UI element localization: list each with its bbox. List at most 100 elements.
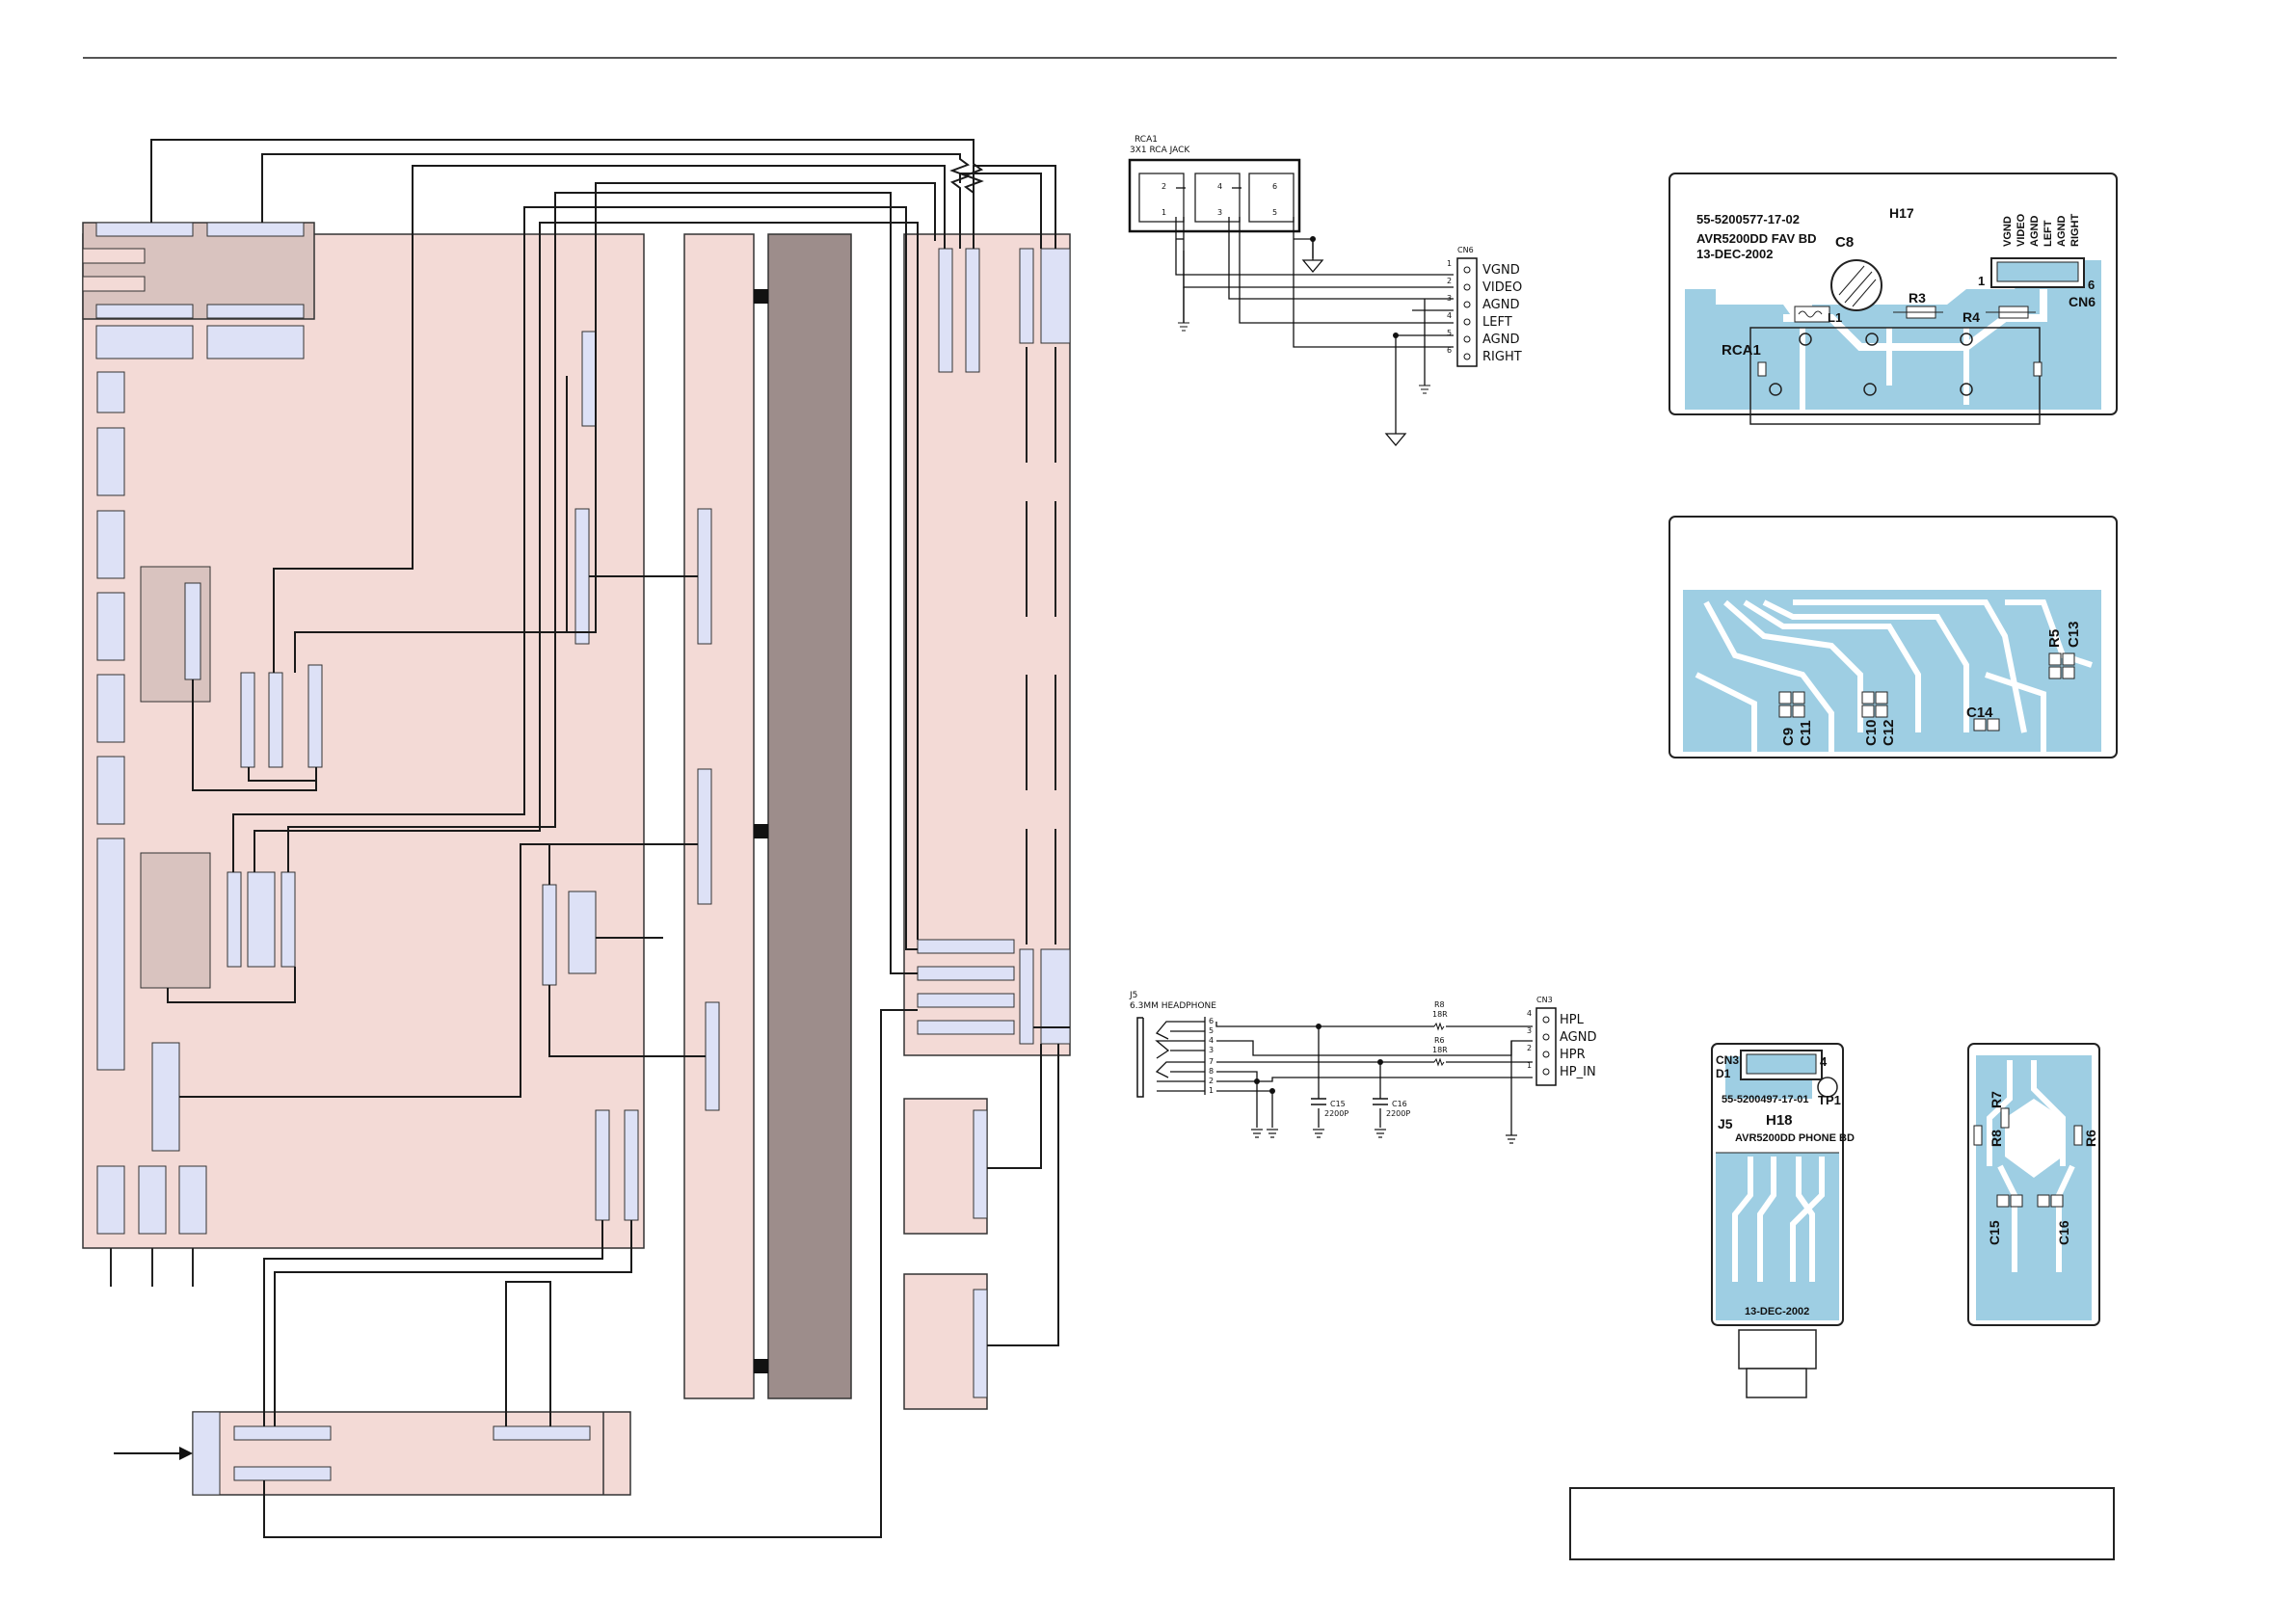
cn3-ref: CN3 [1536, 996, 1553, 1004]
svg-text:R3: R3 [1909, 290, 1926, 306]
connector [96, 510, 125, 579]
svg-text:3: 3 [1527, 1026, 1532, 1035]
connector [705, 1001, 720, 1111]
connector [595, 1109, 610, 1221]
connector [95, 304, 194, 319]
signal-label: HPL [1560, 1013, 1585, 1027]
svg-text:8: 8 [1209, 1067, 1214, 1076]
rca-wiring [1175, 187, 1454, 434]
right-board [903, 233, 1071, 1056]
l1-inductor [1794, 306, 1830, 323]
connector [138, 1165, 167, 1235]
svg-text:1: 1 [1527, 1061, 1532, 1070]
rca-desc: 3X1 RCA JACK [1130, 146, 1190, 155]
connector [233, 1425, 332, 1441]
svg-text:1: 1 [1161, 208, 1166, 217]
svg-text:C9: C9 [1780, 728, 1797, 746]
connector [917, 1020, 1015, 1035]
svg-text:4: 4 [1217, 182, 1222, 191]
sub-module [140, 852, 211, 989]
cn6-ref: CN6 [1457, 246, 1474, 254]
c8-capacitor [1830, 259, 1882, 311]
svg-text:H18: H18 [1766, 1112, 1793, 1129]
connector [697, 508, 712, 645]
connector [917, 939, 1015, 954]
signal-label: AGND [1560, 1030, 1596, 1045]
fav-board-name: AVR5200DD FAV BD [1696, 231, 1817, 246]
r6-resistor [1433, 1057, 1445, 1067]
signal-label: VGND [1482, 263, 1520, 278]
svg-text:2: 2 [1161, 182, 1166, 191]
connector [240, 672, 255, 768]
connector [184, 582, 201, 680]
svg-text:6: 6 [1447, 346, 1452, 355]
cn6-connector [1456, 257, 1478, 367]
svg-text:C13: C13 [2066, 621, 2082, 648]
connector [624, 1109, 639, 1221]
connector [568, 891, 597, 974]
connector [95, 325, 194, 359]
connector [206, 304, 305, 319]
signal-label: HPR [1560, 1048, 1586, 1062]
connector [96, 371, 125, 413]
svg-text:VGND: VGND [2002, 216, 2014, 247]
phone-part-no: 55-5200497-17-01 [1722, 1094, 1809, 1105]
svg-text:2: 2 [1447, 277, 1452, 285]
svg-text:C11: C11 [1798, 720, 1814, 746]
svg-text:3: 3 [1209, 1046, 1214, 1054]
ground-symbol [1301, 259, 1324, 274]
interconnect-wires [150, 139, 1070, 1538]
connector [965, 248, 980, 373]
connector [206, 325, 305, 359]
connector [574, 508, 590, 645]
connector [96, 674, 125, 743]
svg-text:CN6: CN6 [2069, 294, 2096, 309]
phone-board-name: AVR5200DD PHONE BD [1735, 1132, 1855, 1144]
rca-jack-body [1128, 158, 1301, 233]
svg-text:5: 5 [1447, 329, 1452, 337]
svg-text:J5: J5 [1718, 1116, 1733, 1131]
copper-area [1716, 1153, 1839, 1320]
chassis-bar [767, 233, 852, 1399]
svg-text:5: 5 [1272, 208, 1277, 217]
connector [938, 248, 953, 373]
headphone-jack [1136, 1017, 1144, 1098]
jack-footprint-tip [1746, 1368, 1807, 1398]
connector [542, 884, 557, 986]
svg-text:18R: 18R [1432, 1010, 1448, 1019]
connector [1040, 948, 1071, 1045]
signal-label: HP_IN [1560, 1065, 1596, 1079]
j5-desc: 6.3MM HEADPHONE [1130, 1001, 1216, 1011]
phone-date: 13-DEC-2002 [1745, 1306, 1809, 1317]
svg-text:6: 6 [1209, 1017, 1214, 1025]
svg-text:R6: R6 [2083, 1130, 2098, 1147]
connector [493, 1425, 591, 1441]
svg-text:4: 4 [1447, 311, 1452, 320]
connector [247, 871, 276, 968]
connector [96, 592, 125, 661]
connector [96, 1165, 125, 1235]
svg-text:C12: C12 [1881, 719, 1897, 746]
fav-board-pcb: 55-5200577-17-02 AVR5200DD FAV BD 13-DEC… [1669, 173, 2118, 425]
connector [96, 838, 125, 1071]
copper-area [1685, 260, 2101, 410]
header-slot [82, 248, 146, 264]
svg-text:18R: 18R [1432, 1046, 1448, 1054]
svg-text:3: 3 [1217, 208, 1222, 217]
j5-ref: J5 [1129, 991, 1137, 1000]
connector [95, 222, 194, 237]
connector [192, 1411, 221, 1496]
connector [917, 966, 1015, 981]
svg-text:5: 5 [1209, 1026, 1214, 1035]
header-slot [82, 276, 146, 292]
svg-text:R8: R8 [1434, 1000, 1445, 1009]
connector [227, 871, 242, 968]
connector [581, 331, 597, 427]
signal-label: VIDEO [1482, 280, 1522, 295]
connector [178, 1165, 207, 1235]
svg-text:VIDEO: VIDEO [2016, 213, 2027, 247]
svg-text:3: 3 [1447, 294, 1452, 303]
bottom-board [192, 1411, 631, 1496]
connector [1040, 248, 1071, 344]
